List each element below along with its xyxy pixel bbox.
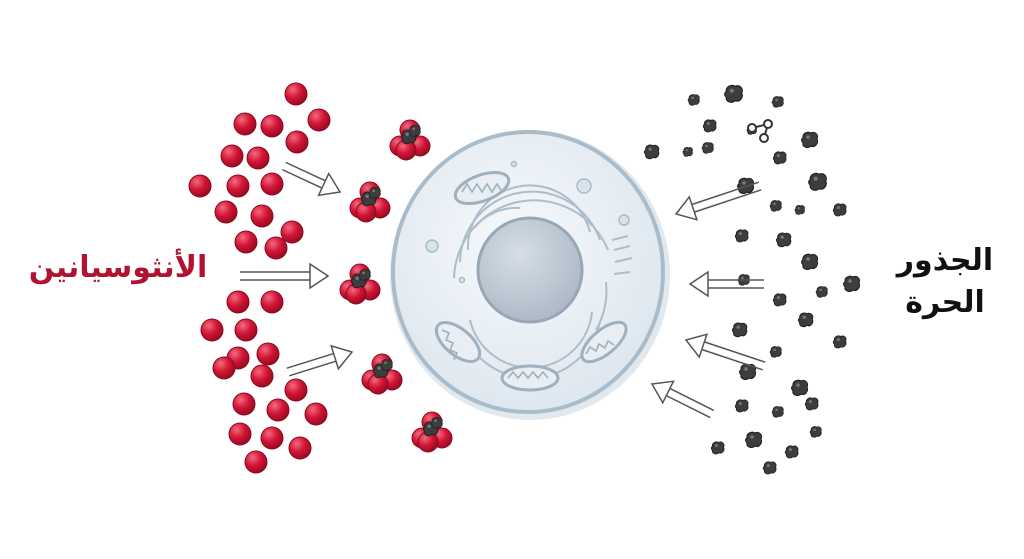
anthocyanin-molecule	[280, 220, 304, 244]
anthocyanin-molecule	[284, 378, 308, 402]
arrow	[286, 344, 354, 377]
anthocyanin-molecule	[233, 112, 257, 136]
anthocyanin-molecule	[260, 290, 284, 314]
arrow	[240, 262, 330, 290]
anthocyanin-radical-complexes	[339, 119, 453, 453]
anthocyanin-molecule	[260, 114, 284, 138]
anthocyanin-radical-complex	[411, 411, 453, 453]
nucleus	[476, 216, 584, 324]
arrows	[240, 161, 766, 419]
anthocyanin-molecule	[226, 174, 250, 198]
anthocyanin-molecule	[234, 230, 258, 254]
arrow	[650, 380, 715, 419]
anthocyanin-molecule	[244, 450, 268, 474]
anthocyanin-molecule	[234, 318, 258, 342]
anthocyanin-molecule	[226, 290, 250, 314]
anthocyanin-molecule	[260, 172, 284, 196]
cell	[390, 130, 670, 420]
anthocyanin-molecule	[232, 392, 256, 416]
anthocyanin-molecule	[284, 82, 308, 106]
anthocyanin-molecule	[212, 356, 236, 380]
anthocyanin-radical-complex	[349, 181, 391, 223]
anthocyanin-molecule	[220, 144, 244, 168]
anthocyanin-molecule	[250, 364, 274, 388]
anthocyanin-molecule	[228, 422, 252, 446]
anthocyanin-radical-complex	[339, 263, 381, 305]
free-radicals-label: الجذور الحرة	[880, 240, 1010, 324]
anthocyanin-molecule	[188, 174, 212, 198]
anthocyanin-molecule	[304, 402, 328, 426]
arrow	[281, 161, 342, 197]
arrow	[674, 181, 762, 221]
anthocyanin-molecule	[246, 146, 270, 170]
free-radicals-label-line1: الجذور	[896, 243, 994, 278]
anthocyanin-molecule	[266, 398, 290, 422]
anthocyanin-radical-complex	[389, 119, 431, 161]
arrow	[688, 270, 764, 298]
free-radicals-label-line2: الحرة	[905, 285, 985, 320]
anthocyanin-molecule	[307, 108, 331, 132]
anthocyanin-molecule	[250, 204, 274, 228]
anthocyanins-label: الأنثوسيانين	[28, 250, 208, 285]
anthocyanin-molecule	[214, 200, 238, 224]
anthocyanin-molecule	[264, 236, 288, 260]
arrow	[684, 333, 766, 371]
anthocyanin-molecule	[260, 426, 284, 450]
free-radical-particles	[643, 84, 861, 475]
anthocyanin-molecule	[256, 342, 280, 366]
anthocyanin-molecule	[285, 130, 309, 154]
free-radical-molecule	[747, 119, 773, 143]
anthocyanin-molecule	[200, 318, 224, 342]
anthocyanin-molecule	[288, 436, 312, 460]
anthocyanin-radical-complex	[361, 353, 403, 395]
anthocyanin-molecules	[188, 82, 331, 474]
